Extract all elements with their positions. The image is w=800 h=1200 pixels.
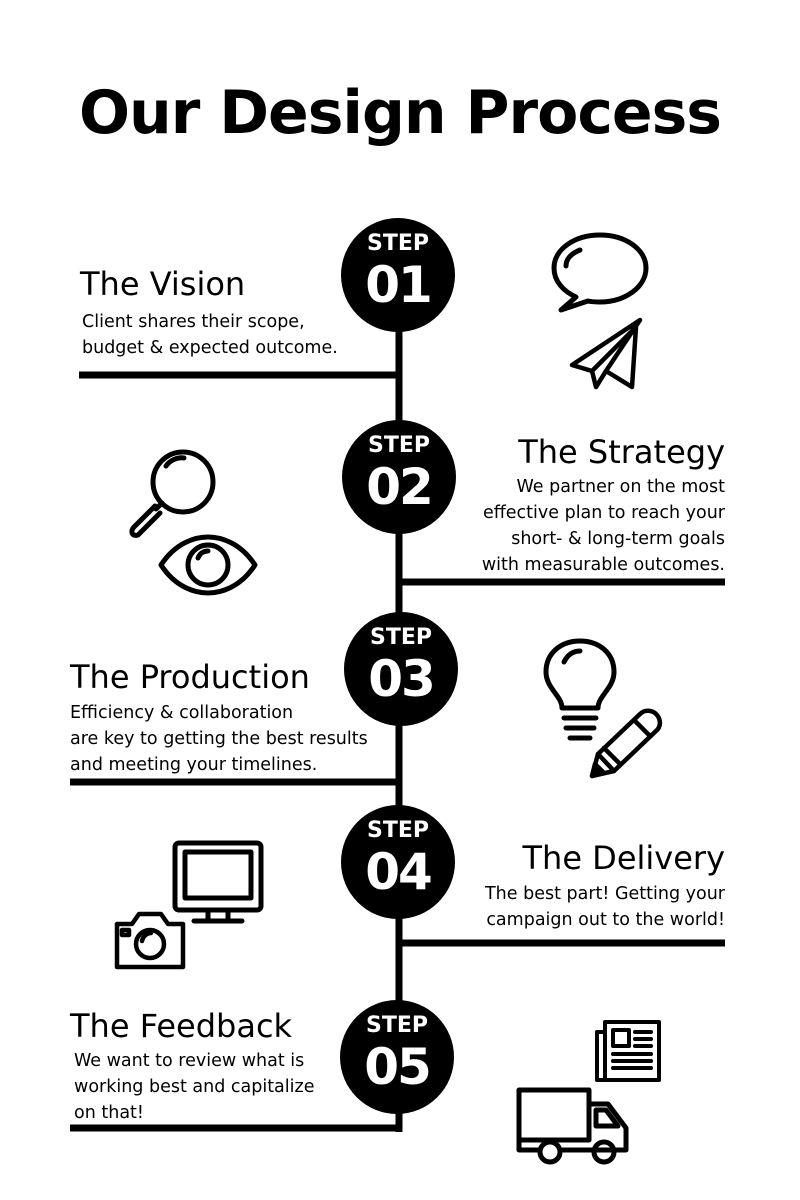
- step-number: 03: [368, 650, 436, 708]
- step-number: 04: [365, 843, 433, 901]
- step-04-title: The Delivery: [522, 839, 725, 877]
- description-line: are key to getting the best results: [70, 729, 368, 749]
- step-02-title: The Strategy: [518, 433, 725, 471]
- step-label: STEP: [369, 625, 432, 650]
- description-line: on that!: [74, 1103, 144, 1123]
- step-04-description: The best part! Getting your campaign out…: [485, 881, 725, 933]
- magnifier-icon: [129, 449, 216, 538]
- description-line: and meeting your timelines.: [70, 755, 318, 775]
- step-02-description: We partner on the most effective plan to…: [482, 474, 725, 578]
- step-05-description: We want to review what is working best a…: [74, 1048, 314, 1126]
- step-05-title: The Feedback: [70, 1007, 293, 1045]
- step-label: STEP: [366, 818, 429, 843]
- step-01-badge: STEP 01: [341, 218, 455, 332]
- step-label: STEP: [365, 1013, 428, 1038]
- lightbulb-icon: [543, 638, 617, 741]
- description-line: budget & expected outcome.: [82, 338, 338, 358]
- monitor-icon: [172, 840, 264, 924]
- description-line: short- & long-term goals: [511, 529, 725, 549]
- camera-icon: [114, 911, 186, 970]
- step-01-title: The Vision: [80, 265, 246, 303]
- step-04-badge: STEP 04: [341, 805, 455, 919]
- paper-plane-icon: [569, 317, 643, 390]
- step-02-badge: STEP 02: [342, 420, 456, 534]
- description-line: We partner on the most: [516, 477, 726, 497]
- step-label: STEP: [366, 231, 429, 256]
- speech-bubble-icon: [551, 232, 649, 313]
- pencil-icon: [589, 708, 663, 779]
- step-number: 02: [366, 458, 434, 516]
- step-number: 05: [364, 1038, 432, 1096]
- description-line: with measurable outcomes.: [481, 555, 725, 575]
- step-01-description: Client shares their scope, budget & expe…: [82, 309, 338, 361]
- page-title: Our Design Process: [79, 78, 722, 148]
- description-line: The best part! Getting your: [484, 884, 725, 904]
- description-line: effective plan to reach your: [482, 503, 725, 523]
- step-03-badge: STEP 03: [344, 612, 458, 726]
- step-number: 01: [365, 256, 433, 314]
- step-03-description: Efficiency & collaboration are key to ge…: [70, 700, 368, 778]
- newspaper-icon: [595, 1020, 661, 1082]
- step-03-title: The Production: [70, 658, 310, 696]
- step-05-badge: STEP 05: [340, 1000, 454, 1114]
- description-line: Client shares their scope,: [82, 312, 305, 332]
- description-line: Efficiency & collaboration: [70, 703, 294, 723]
- description-line: We want to review what is: [74, 1051, 305, 1071]
- step-label: STEP: [367, 433, 430, 458]
- description-line: campaign out to the world!: [486, 910, 725, 930]
- truck-icon: [516, 1087, 629, 1165]
- eye-icon: [158, 534, 258, 596]
- description-line: working best and capitalize: [74, 1077, 315, 1097]
